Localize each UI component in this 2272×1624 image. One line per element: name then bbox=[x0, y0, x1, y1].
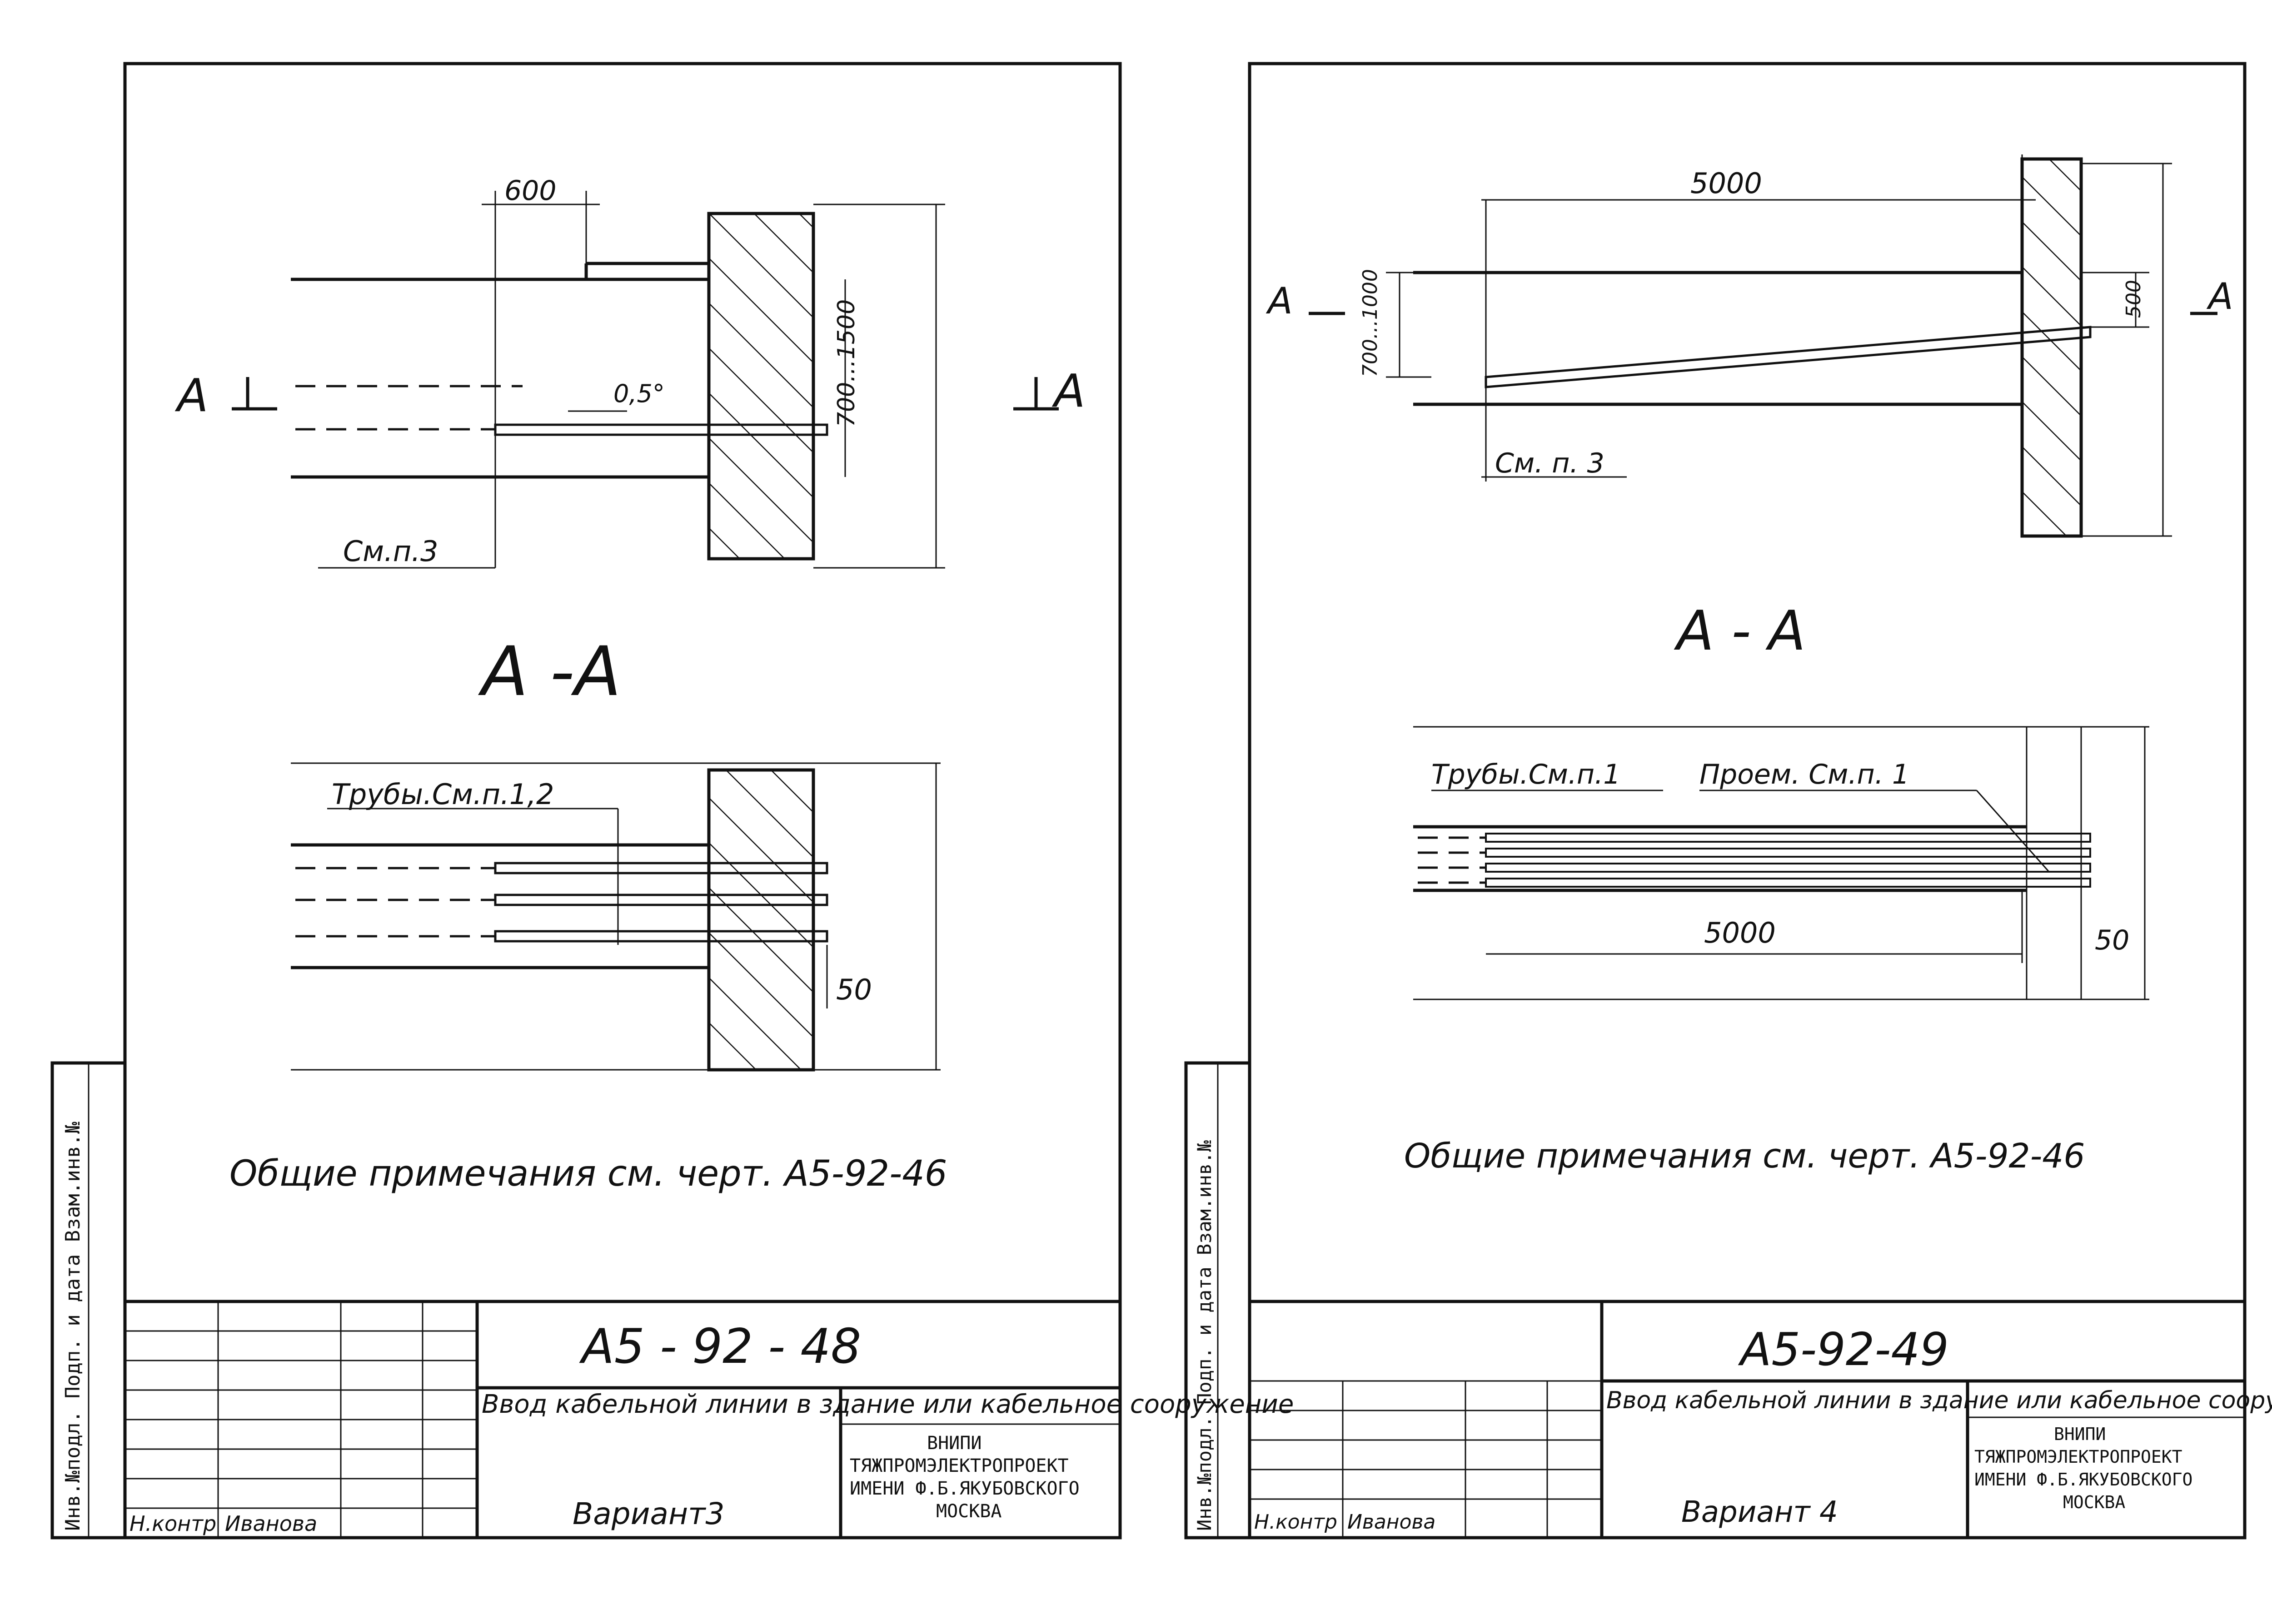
right-section-pipe-4 bbox=[1485, 878, 2091, 888]
left-section-mark-left: А bbox=[174, 369, 208, 422]
right-org-line4: МОСКВА bbox=[2063, 1492, 2125, 1512]
right-plan-dim-side-left: 700...1000 bbox=[1359, 269, 1382, 377]
left-section-wall bbox=[707, 768, 815, 1072]
left-plan-note-ref: См.п.3 bbox=[343, 535, 438, 568]
right-drawing-description: Ввод кабельной линии в здание или кабель… bbox=[1606, 1387, 2272, 1414]
left-drawing-description: Ввод кабельной линии в здание или кабель… bbox=[482, 1390, 1294, 1419]
right-section-pipe-2 bbox=[1485, 848, 2091, 858]
left-section-view: А -А Трубы.См.п.1,2 50 bbox=[291, 632, 941, 1072]
right-section-view: А - А Трубы.См.п.1 Проем. См.п. 1 5 bbox=[1413, 600, 2149, 1000]
right-plan-pipe bbox=[1485, 326, 2092, 388]
right-general-notes: Общие примечания см. черт. А5-92-46 bbox=[1404, 1137, 2085, 1176]
left-plan-dim-side: 700...1500 bbox=[833, 299, 860, 427]
left-plan-wall bbox=[707, 212, 815, 561]
right-section-mark-right: А bbox=[2206, 275, 2233, 318]
right-section-mark-left: А bbox=[1266, 280, 1293, 322]
left-drawing-variant: Вариант3 bbox=[573, 1496, 725, 1531]
right-drawing-variant: Вариант 4 bbox=[1681, 1495, 1838, 1529]
right-plan-view: 5000 700...1000 500 А А См. п. 3 bbox=[1266, 154, 2233, 538]
left-section-pipes-label: Трубы.См.п.1,2 bbox=[332, 778, 554, 811]
left-side-stamp: Инв.№подл. Подп. и дата Взам.инв.№ bbox=[50, 1061, 127, 1540]
right-section-pipe-3 bbox=[1485, 863, 2091, 873]
right-section-opening-label: Проем. См.п. 1 bbox=[1699, 759, 1909, 790]
right-section-dim-bottom: 50 bbox=[2095, 924, 2129, 956]
left-section-mark-right: А bbox=[1051, 364, 1085, 417]
left-org-line4: МОСКВА bbox=[936, 1501, 1002, 1522]
right-side-stamp-text: Инв.№подл. Подп. и дата Взам.инв.№ bbox=[1193, 1140, 1216, 1531]
right-org-line3: ИМЕНИ Ф.Б.ЯКУБОВСКОГО bbox=[1974, 1470, 2192, 1490]
right-org-line1: ВНИПИ bbox=[2054, 1424, 2106, 1444]
right-section-dim-length: 5000 bbox=[1704, 916, 1776, 949]
left-side-stamp-text: Инв.№подл. Подп. и дата Взам.инв.№ bbox=[61, 1122, 85, 1531]
right-plan-wall bbox=[2020, 157, 2083, 538]
right-sheet: 5000 700...1000 500 А А См. п. 3 А - А bbox=[1184, 62, 2272, 1540]
left-general-notes: Общие примечания см. черт. А5-92-46 bbox=[229, 1153, 947, 1194]
left-sheet-frame bbox=[123, 62, 1122, 1540]
left-title-block: А5 - 92 - 48 Ввод кабельной линии в здан… bbox=[123, 1300, 1294, 1540]
left-drawing-code: А5 - 92 - 48 bbox=[579, 1319, 861, 1374]
right-norm-name: Иванова bbox=[1347, 1510, 1435, 1534]
right-plan-dim-side-right: 500 bbox=[2122, 280, 2145, 318]
left-norm-role: Н.контр bbox=[130, 1511, 216, 1536]
left-sheet: 600 700...1500 0,5° А А См.п.3 А -А Т bbox=[50, 62, 1294, 1540]
right-plan-note-ref: См. п. 3 bbox=[1495, 447, 1604, 479]
left-plan-view: 600 700...1500 0,5° А А См.п.3 bbox=[174, 175, 1085, 569]
right-plan-dim-top: 5000 bbox=[1690, 167, 1762, 200]
left-section-dim-bottom: 50 bbox=[836, 973, 872, 1006]
right-side-stamp: Инв.№подл. Подп. и дата Взам.инв.№ bbox=[1184, 1061, 1251, 1540]
left-org-line2: ТЯЖПРОМЭЛЕКТРОПРОЕКТ bbox=[850, 1455, 1069, 1476]
right-section-title: А - А bbox=[1674, 600, 1806, 663]
right-title-block: А5-92-49 Ввод кабельной линии в здание и… bbox=[1248, 1300, 2272, 1540]
right-section-pipes-label: Трубы.См.п.1 bbox=[1431, 759, 1620, 790]
left-section-title: А -А bbox=[478, 632, 621, 711]
left-plan-dim-top: 600 bbox=[504, 175, 557, 207]
left-plan-angle: 0,5° bbox=[613, 379, 665, 408]
left-org-line1: ВНИПИ bbox=[927, 1433, 982, 1454]
right-drawing-code: А5-92-49 bbox=[1738, 1323, 1949, 1376]
left-org-line3: ИМЕНИ Ф.Б.ЯКУБОВСКОГО bbox=[850, 1478, 1080, 1499]
left-norm-name: Иванова bbox=[225, 1511, 317, 1536]
right-norm-role: Н.контр bbox=[1254, 1510, 1337, 1534]
right-section-pipe-1 bbox=[1485, 833, 2091, 843]
right-org-line2: ТЯЖПРОМЭЛЕКТРОПРОЕКТ bbox=[1974, 1447, 2182, 1467]
